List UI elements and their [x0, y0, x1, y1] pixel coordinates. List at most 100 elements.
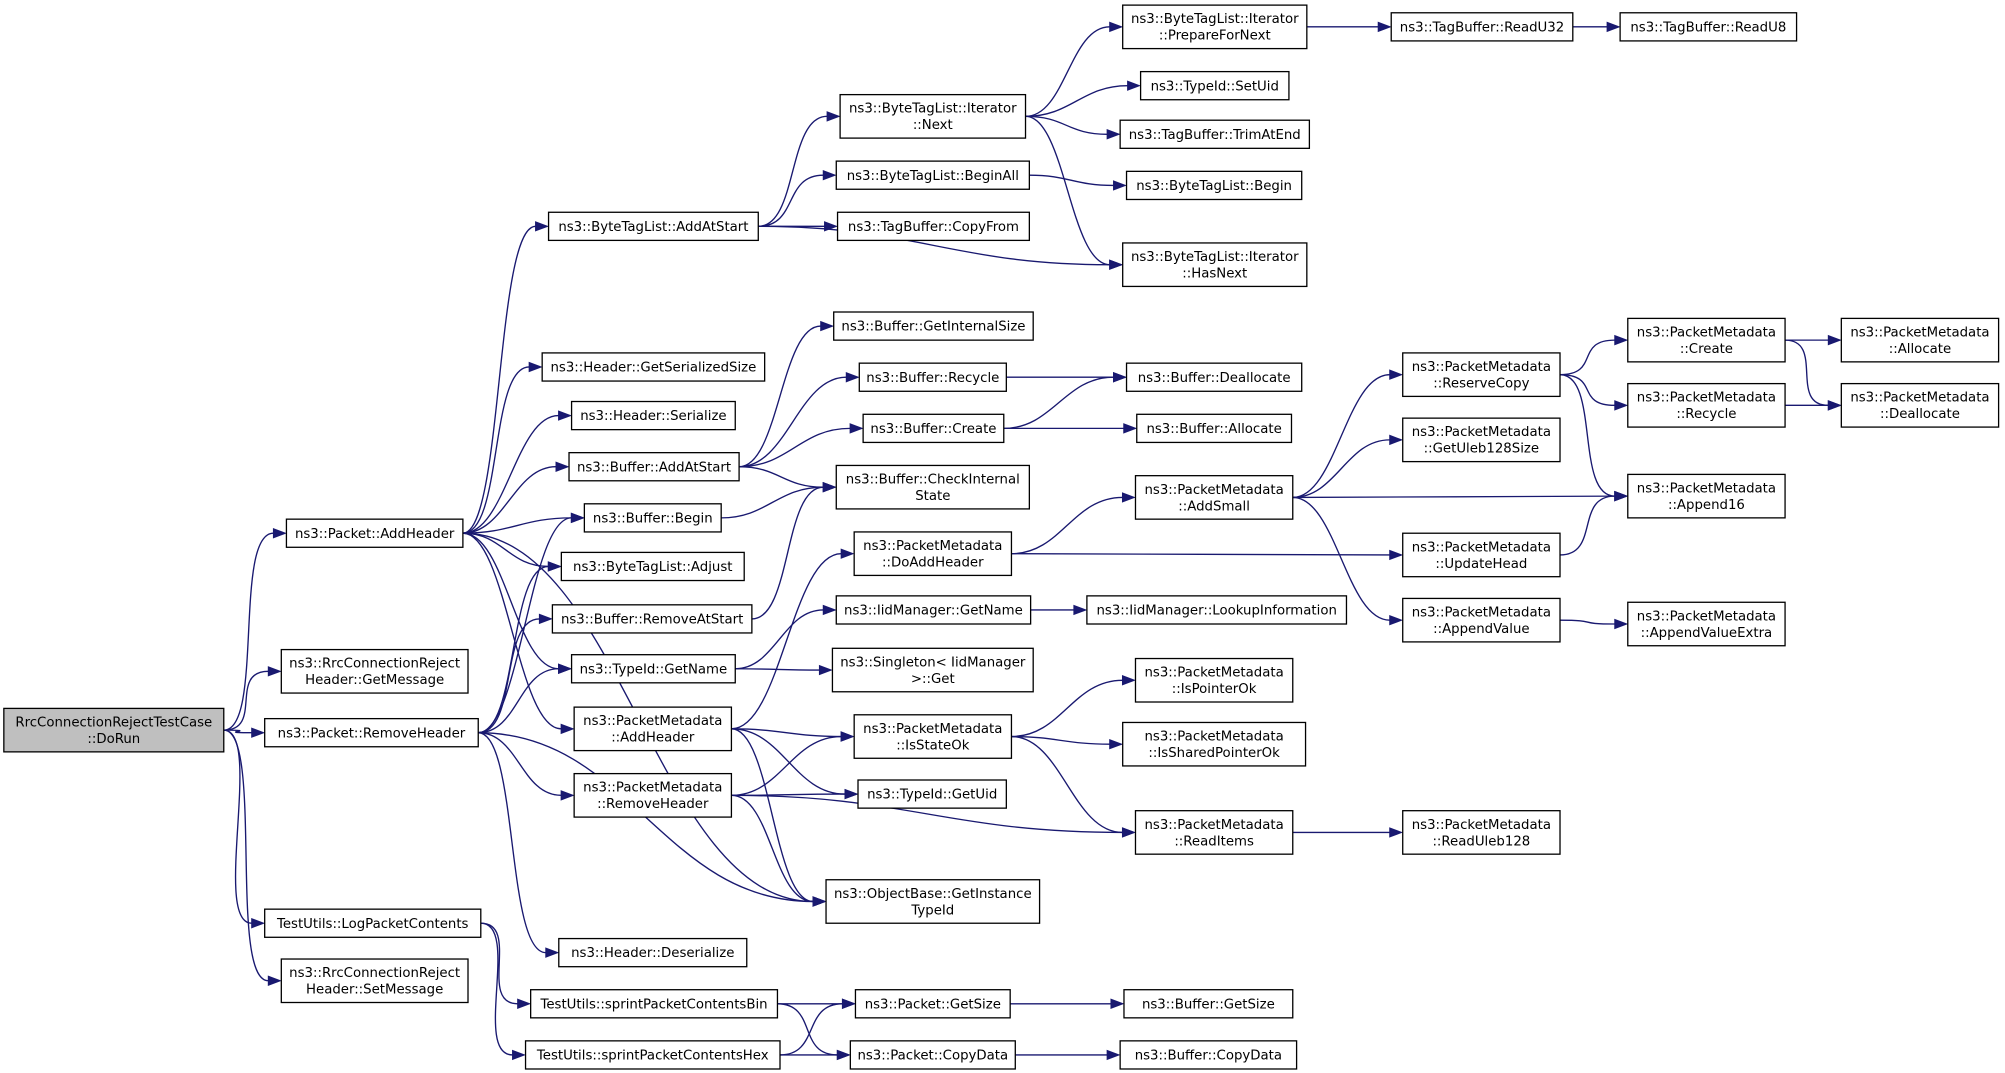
node-pm_appendvalueextra[interactable]: ns3::PacketMetadata::AppendValueExtra — [1627, 601, 1786, 647]
node-pm_readuleb128[interactable]: ns3::PacketMetadata::ReadUleb128 — [1402, 810, 1561, 855]
node-pm_append16[interactable]: ns3::PacketMetadata::Append16 — [1627, 473, 1786, 519]
node-box[interactable] — [835, 160, 1031, 190]
node-hdr_serialize[interactable]: ns3::Header::Serialize — [570, 400, 736, 431]
node-box[interactable] — [568, 452, 740, 482]
node-buf_getinternalsize[interactable]: ns3::Buffer::GetInternalSize — [833, 311, 1034, 341]
node-buf_begin[interactable]: ns3::Buffer::Begin — [583, 503, 722, 533]
node-box[interactable] — [1136, 413, 1293, 444]
node-box[interactable] — [825, 879, 1041, 924]
node-buf_copydata[interactable]: ns3::Buffer::CopyData — [1119, 1040, 1298, 1070]
node-pm_doaddheader[interactable]: ns3::PacketMetadata::DoAddHeader — [853, 531, 1013, 577]
node-box[interactable] — [285, 518, 464, 548]
node-box[interactable] — [1134, 810, 1294, 855]
node-box[interactable] — [862, 413, 1005, 444]
node-box[interactable] — [1627, 317, 1786, 363]
node-box[interactable] — [570, 400, 736, 431]
node-box[interactable] — [1402, 532, 1561, 578]
node-box[interactable] — [1402, 810, 1561, 855]
node-box[interactable] — [835, 595, 1032, 625]
node-typeid_getname[interactable]: ns3::TypeId::GetName — [570, 654, 736, 684]
node-box[interactable] — [849, 1040, 1016, 1070]
node-pkt_addheader[interactable]: ns3::Packet::AddHeader — [285, 518, 464, 548]
node-box[interactable] — [833, 311, 1034, 341]
node-pm_create[interactable]: ns3::PacketMetadata::Create — [1627, 317, 1786, 363]
node-box[interactable] — [280, 648, 469, 694]
node-box[interactable] — [1134, 475, 1294, 520]
node-box[interactable] — [836, 211, 1031, 242]
node-box[interactable] — [1123, 989, 1294, 1019]
node-root[interactable]: RrcConnectionRejectTestCase::DoRun — [3, 707, 225, 753]
node-box[interactable] — [280, 958, 469, 1004]
node-pm_updatehead[interactable]: ns3::PacketMetadata::UpdateHead — [1402, 532, 1561, 578]
node-pm_removeheader[interactable]: ns3::PacketMetadata::RemoveHeader — [573, 772, 733, 818]
node-btl_it_preparefornext[interactable]: ns3::ByteTagList::Iterator::PrepareForNe… — [1122, 4, 1308, 50]
node-tb_readu32[interactable]: ns3::TagBuffer::ReadU32 — [1390, 12, 1574, 42]
node-box[interactable] — [857, 779, 1007, 809]
node-box[interactable] — [3, 707, 225, 753]
node-pm_appendvalue[interactable]: ns3::PacketMetadata::AppendValue — [1402, 597, 1561, 643]
node-iid_getname[interactable]: ns3::IidManager::GetName — [835, 595, 1032, 625]
node-box[interactable] — [1122, 4, 1308, 50]
node-pkt_copydata[interactable]: ns3::Packet::CopyData — [849, 1040, 1016, 1070]
node-box[interactable] — [524, 1040, 781, 1070]
node-pm_deallocate[interactable]: ns3::PacketMetadata::Deallocate — [1840, 382, 2000, 428]
node-typeid_setuid[interactable]: ns3::TypeId::SetUid — [1139, 70, 1290, 101]
node-box[interactable] — [1840, 382, 2000, 428]
node-typeid_getuid[interactable]: ns3::TypeId::GetUid — [857, 779, 1007, 809]
node-box[interactable] — [1402, 417, 1561, 463]
node-box[interactable] — [1627, 473, 1786, 519]
node-box[interactable] — [1122, 721, 1307, 767]
node-box[interactable] — [541, 352, 766, 382]
node-btl_addatstart[interactable]: ns3::ByteTagList::AddAtStart — [547, 211, 759, 242]
node-pm_issharedpointerok[interactable]: ns3::PacketMetadata::IsSharedPointerOk — [1122, 721, 1307, 767]
node-box[interactable] — [1119, 1040, 1298, 1070]
node-box[interactable] — [264, 908, 482, 938]
node-buf_addatstart[interactable]: ns3::Buffer::AddAtStart — [568, 452, 740, 482]
node-pm_reservecopy[interactable]: ns3::PacketMetadata::ReserveCopy — [1402, 352, 1561, 398]
node-buf_removeatstart[interactable]: ns3::Buffer::RemoveAtStart — [551, 604, 753, 634]
node-box[interactable] — [1125, 362, 1303, 392]
node-btl_it_hasnext[interactable]: ns3::ByteTagList::Iterator::HasNext — [1122, 242, 1308, 288]
node-box[interactable] — [858, 362, 1007, 392]
node-box[interactable] — [573, 772, 733, 818]
node-box[interactable] — [558, 937, 748, 968]
node-btl_beginall[interactable]: ns3::ByteTagList::BeginAll — [835, 160, 1031, 190]
node-rrc_setmessage[interactable]: ns3::RrcConnectionRejectHeader::SetMessa… — [280, 958, 469, 1004]
node-box[interactable] — [1402, 352, 1561, 398]
node-pkt_getsize[interactable]: ns3::Packet::GetSize — [854, 989, 1011, 1019]
node-box[interactable] — [570, 654, 736, 684]
node-box[interactable] — [1125, 170, 1303, 201]
node-box[interactable] — [573, 706, 733, 752]
node-box[interactable] — [1139, 70, 1290, 101]
node-box[interactable] — [1619, 12, 1798, 42]
node-logpacket[interactable]: TestUtils::LogPacketContents — [264, 908, 482, 938]
node-box[interactable] — [1627, 601, 1786, 647]
node-box[interactable] — [551, 604, 753, 634]
node-buf_allocate[interactable]: ns3::Buffer::Allocate — [1136, 413, 1293, 444]
node-rrc_getmessage[interactable]: ns3::RrcConnectionRejectHeader::GetMessa… — [280, 648, 469, 694]
node-box[interactable] — [583, 503, 722, 533]
node-btl_it_next[interactable]: ns3::ByteTagList::Iterator::Next — [839, 93, 1027, 139]
node-box[interactable] — [547, 211, 759, 242]
node-box[interactable] — [264, 717, 479, 748]
node-singleton_get[interactable]: ns3::Singleton< IidManager>::Get — [831, 647, 1034, 693]
node-box[interactable] — [1122, 242, 1308, 288]
node-tb_trimatend[interactable]: ns3::TagBuffer::TrimAtEnd — [1119, 119, 1311, 149]
node-pm_allocate[interactable]: ns3::PacketMetadata::Allocate — [1840, 317, 2000, 363]
node-box[interactable] — [1840, 317, 2000, 363]
node-tb_copyfrom[interactable]: ns3::TagBuffer::CopyFrom — [836, 211, 1031, 242]
node-pm_addsmall[interactable]: ns3::PacketMetadata::AddSmall — [1134, 475, 1294, 520]
node-box[interactable] — [560, 551, 745, 582]
node-box[interactable] — [530, 989, 779, 1019]
node-box[interactable] — [853, 714, 1013, 759]
node-box[interactable] — [1119, 119, 1311, 149]
node-buf_getsize[interactable]: ns3::Buffer::GetSize — [1123, 989, 1294, 1019]
node-tb_readu8[interactable]: ns3::TagBuffer::ReadU8 — [1619, 12, 1798, 42]
node-sprint_bin[interactable]: TestUtils::sprintPacketContentsBin — [530, 989, 779, 1019]
node-box[interactable] — [853, 531, 1013, 577]
node-pm_readitems[interactable]: ns3::PacketMetadata::ReadItems — [1134, 810, 1294, 855]
node-box[interactable] — [1627, 382, 1786, 428]
node-box[interactable] — [831, 647, 1034, 693]
